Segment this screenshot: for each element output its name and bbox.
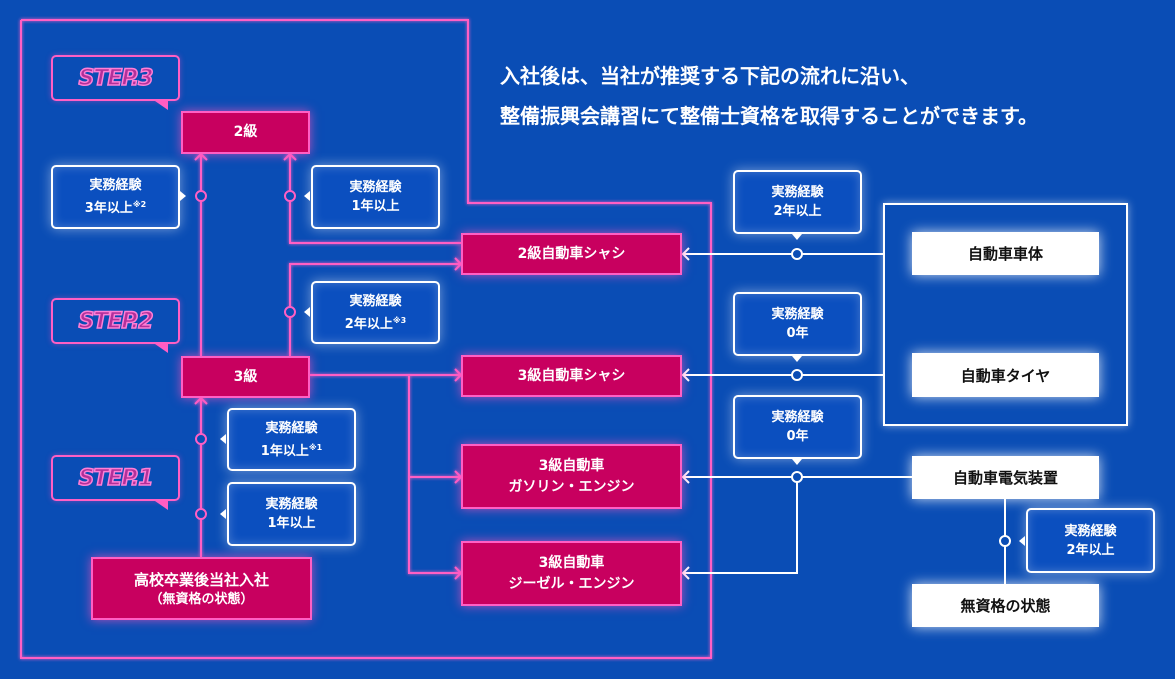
gasoline-line-1: 3級自動車 — [538, 457, 605, 474]
callout-tail — [792, 459, 802, 465]
callout-tail — [304, 307, 310, 317]
callout-tail — [792, 234, 802, 240]
years-text: 1年以上 — [260, 443, 309, 459]
node-circle — [195, 190, 207, 202]
node-circle — [195, 508, 207, 520]
experience-label: 実務経験 — [771, 307, 824, 322]
arrowhead-2kyu-right — [283, 152, 297, 161]
experience-years: 2年以上※3 — [345, 311, 406, 334]
experience-years: 3年以上※2 — [85, 195, 146, 218]
start-line-2: （無資格の状態） — [149, 591, 254, 607]
experience-label: 実務経験 — [1064, 523, 1117, 539]
gasoline-engine-box: 3級自動車 ガソリン・エンジン — [461, 444, 682, 509]
step-tail — [155, 101, 168, 110]
experience-label: 実務経験 — [771, 410, 824, 425]
experience-years: 1年以上 — [351, 199, 400, 214]
diesel-line-1: 3級自動車 — [538, 554, 605, 571]
footnote-mark: ※3 — [392, 315, 407, 325]
line-to-gasoline — [408, 375, 461, 478]
experience-callout: 実務経験 2年以上 — [1026, 508, 1155, 573]
node-circle — [284, 306, 296, 318]
arrowhead-3kyu — [194, 396, 208, 405]
arrowhead-diesel-right — [681, 566, 690, 580]
callout-tail — [304, 191, 310, 201]
callout-tail — [180, 191, 186, 201]
chassis-3-box: 3級自動車シャシ — [461, 355, 682, 397]
experience-callout: 実務経験 3年以上※2 — [51, 165, 180, 229]
step-tail — [155, 344, 168, 353]
years-text: 3年以上 — [84, 201, 133, 216]
body-specialty-box: 自動車車体 — [912, 232, 1099, 275]
grade-2-box: 2級 — [181, 111, 310, 154]
electric-specialty-box: 自動車電気装置 — [912, 456, 1099, 499]
years-text: 2年以上 — [344, 316, 393, 332]
experience-label: 実務経験 — [265, 420, 318, 436]
experience-years: 1年以上※1 — [261, 438, 322, 461]
line-to-diesel-right — [683, 477, 798, 574]
experience-years: 1年以上 — [267, 516, 316, 531]
gasoline-line-2: ガソリン・エンジン — [508, 478, 635, 495]
outer-frame — [20, 19, 712, 659]
experience-callout: 実務経験 2年以上※3 — [311, 281, 440, 344]
node-circle — [791, 369, 803, 381]
experience-label: 実務経験 — [265, 497, 318, 512]
arrowhead-chassis2-right — [681, 247, 690, 261]
experience-callout: 実務経験 1年以上※1 — [227, 408, 356, 471]
diesel-line-2: ジーゼル・エンジン — [508, 575, 635, 592]
step-1-badge: STEP.1 — [51, 455, 180, 501]
experience-years: 2年以上 — [773, 204, 822, 219]
callout-tail — [792, 356, 802, 362]
footnote-mark: ※1 — [308, 442, 323, 452]
callout-tail — [220, 434, 226, 444]
experience-years: 2年以上 — [1066, 542, 1115, 558]
arrowhead-2kyu-left — [194, 152, 208, 161]
experience-label: 実務経験 — [349, 180, 402, 195]
step-tail — [155, 501, 168, 510]
line-chassis2-to-2kyu — [289, 154, 461, 244]
experience-callout: 実務経験 0年 — [733, 395, 862, 459]
arrowhead-gasoline-right — [681, 470, 690, 484]
node-circle — [999, 535, 1011, 547]
start-box: 高校卒業後当社入社 （無資格の状態） — [91, 557, 312, 620]
node-circle — [284, 190, 296, 202]
start-line-1: 高校卒業後当社入社 — [133, 570, 269, 589]
experience-years: 0年 — [786, 326, 809, 341]
headline-line-2: 整備振興会講習にて整備士資格を取得することができます。 — [500, 104, 1038, 128]
headline-line-1: 入社後は、当社が推奨する下記の流れに沿い、 — [500, 64, 920, 88]
experience-years: 0年 — [786, 429, 809, 444]
line-3kyu-to-chassis2 — [289, 263, 461, 356]
experience-callout: 実務経験 0年 — [733, 292, 862, 356]
line-to-diesel — [408, 477, 461, 574]
experience-callout: 実務経験 2年以上 — [733, 170, 862, 234]
node-circle — [791, 248, 803, 260]
experience-label: 実務経験 — [349, 293, 402, 309]
callout-tail — [220, 509, 226, 519]
footnote-mark: ※2 — [132, 200, 147, 209]
experience-label: 実務経験 — [89, 178, 142, 193]
callout-tail — [1019, 536, 1025, 546]
experience-callout: 実務経験 1年以上 — [311, 165, 440, 229]
arrowhead-chassis3-right — [681, 368, 690, 382]
node-circle — [195, 433, 207, 445]
headline: 入社後は、当社が推奨する下記の流れに沿い、 整備振興会講習にて整備士資格を取得す… — [500, 56, 1038, 136]
tire-specialty-box: 自動車タイヤ — [912, 353, 1099, 397]
step-3-badge: STEP.3 — [51, 55, 180, 101]
grade-3-box: 3級 — [181, 356, 310, 398]
step-2-badge: STEP.2 — [51, 298, 180, 344]
chassis-2-box: 2級自動車シャシ — [461, 233, 682, 275]
unqualified-box: 無資格の状態 — [912, 584, 1099, 627]
specialty-group-frame — [883, 203, 1128, 426]
node-circle — [791, 471, 803, 483]
diesel-engine-box: 3級自動車 ジーゼル・エンジン — [461, 541, 682, 606]
experience-callout: 実務経験 1年以上 — [227, 482, 356, 546]
experience-label: 実務経験 — [771, 185, 824, 200]
